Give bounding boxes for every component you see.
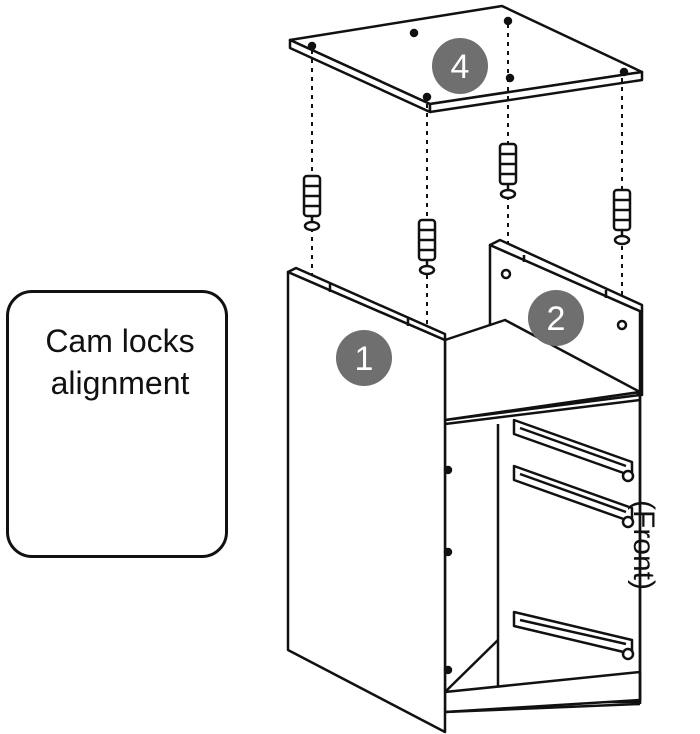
side-panel-1 bbox=[286, 266, 453, 734]
callout-title-line2: alignment bbox=[50, 365, 190, 401]
svg-text:4: 4 bbox=[451, 48, 470, 86]
callout-title-line1: Cam locks bbox=[45, 323, 195, 359]
cam-bolt-3 bbox=[498, 142, 518, 200]
cam-bolt-2 bbox=[417, 218, 437, 276]
badge-panel-2: 2 bbox=[528, 290, 584, 346]
cabinet-right-edge bbox=[444, 312, 642, 714]
cam-bolt-1 bbox=[302, 174, 322, 232]
drawer-slide-top bbox=[512, 418, 635, 483]
svg-text:1: 1 bbox=[355, 340, 374, 378]
svg-text:2: 2 bbox=[547, 300, 566, 338]
front-label: (Front) bbox=[627, 500, 660, 590]
drawer-slide-middle bbox=[512, 464, 635, 529]
badge-panel-4: 4 bbox=[432, 38, 488, 94]
cam-locks-callout: Cam locks alignment bbox=[6, 290, 228, 558]
alignment-dashes bbox=[311, 24, 623, 328]
badge-panel-1: 1 bbox=[336, 330, 392, 386]
cam-bolt-4 bbox=[612, 188, 632, 246]
cabinet-interior bbox=[443, 318, 642, 714]
drawer-slide-bottom bbox=[512, 610, 635, 661]
